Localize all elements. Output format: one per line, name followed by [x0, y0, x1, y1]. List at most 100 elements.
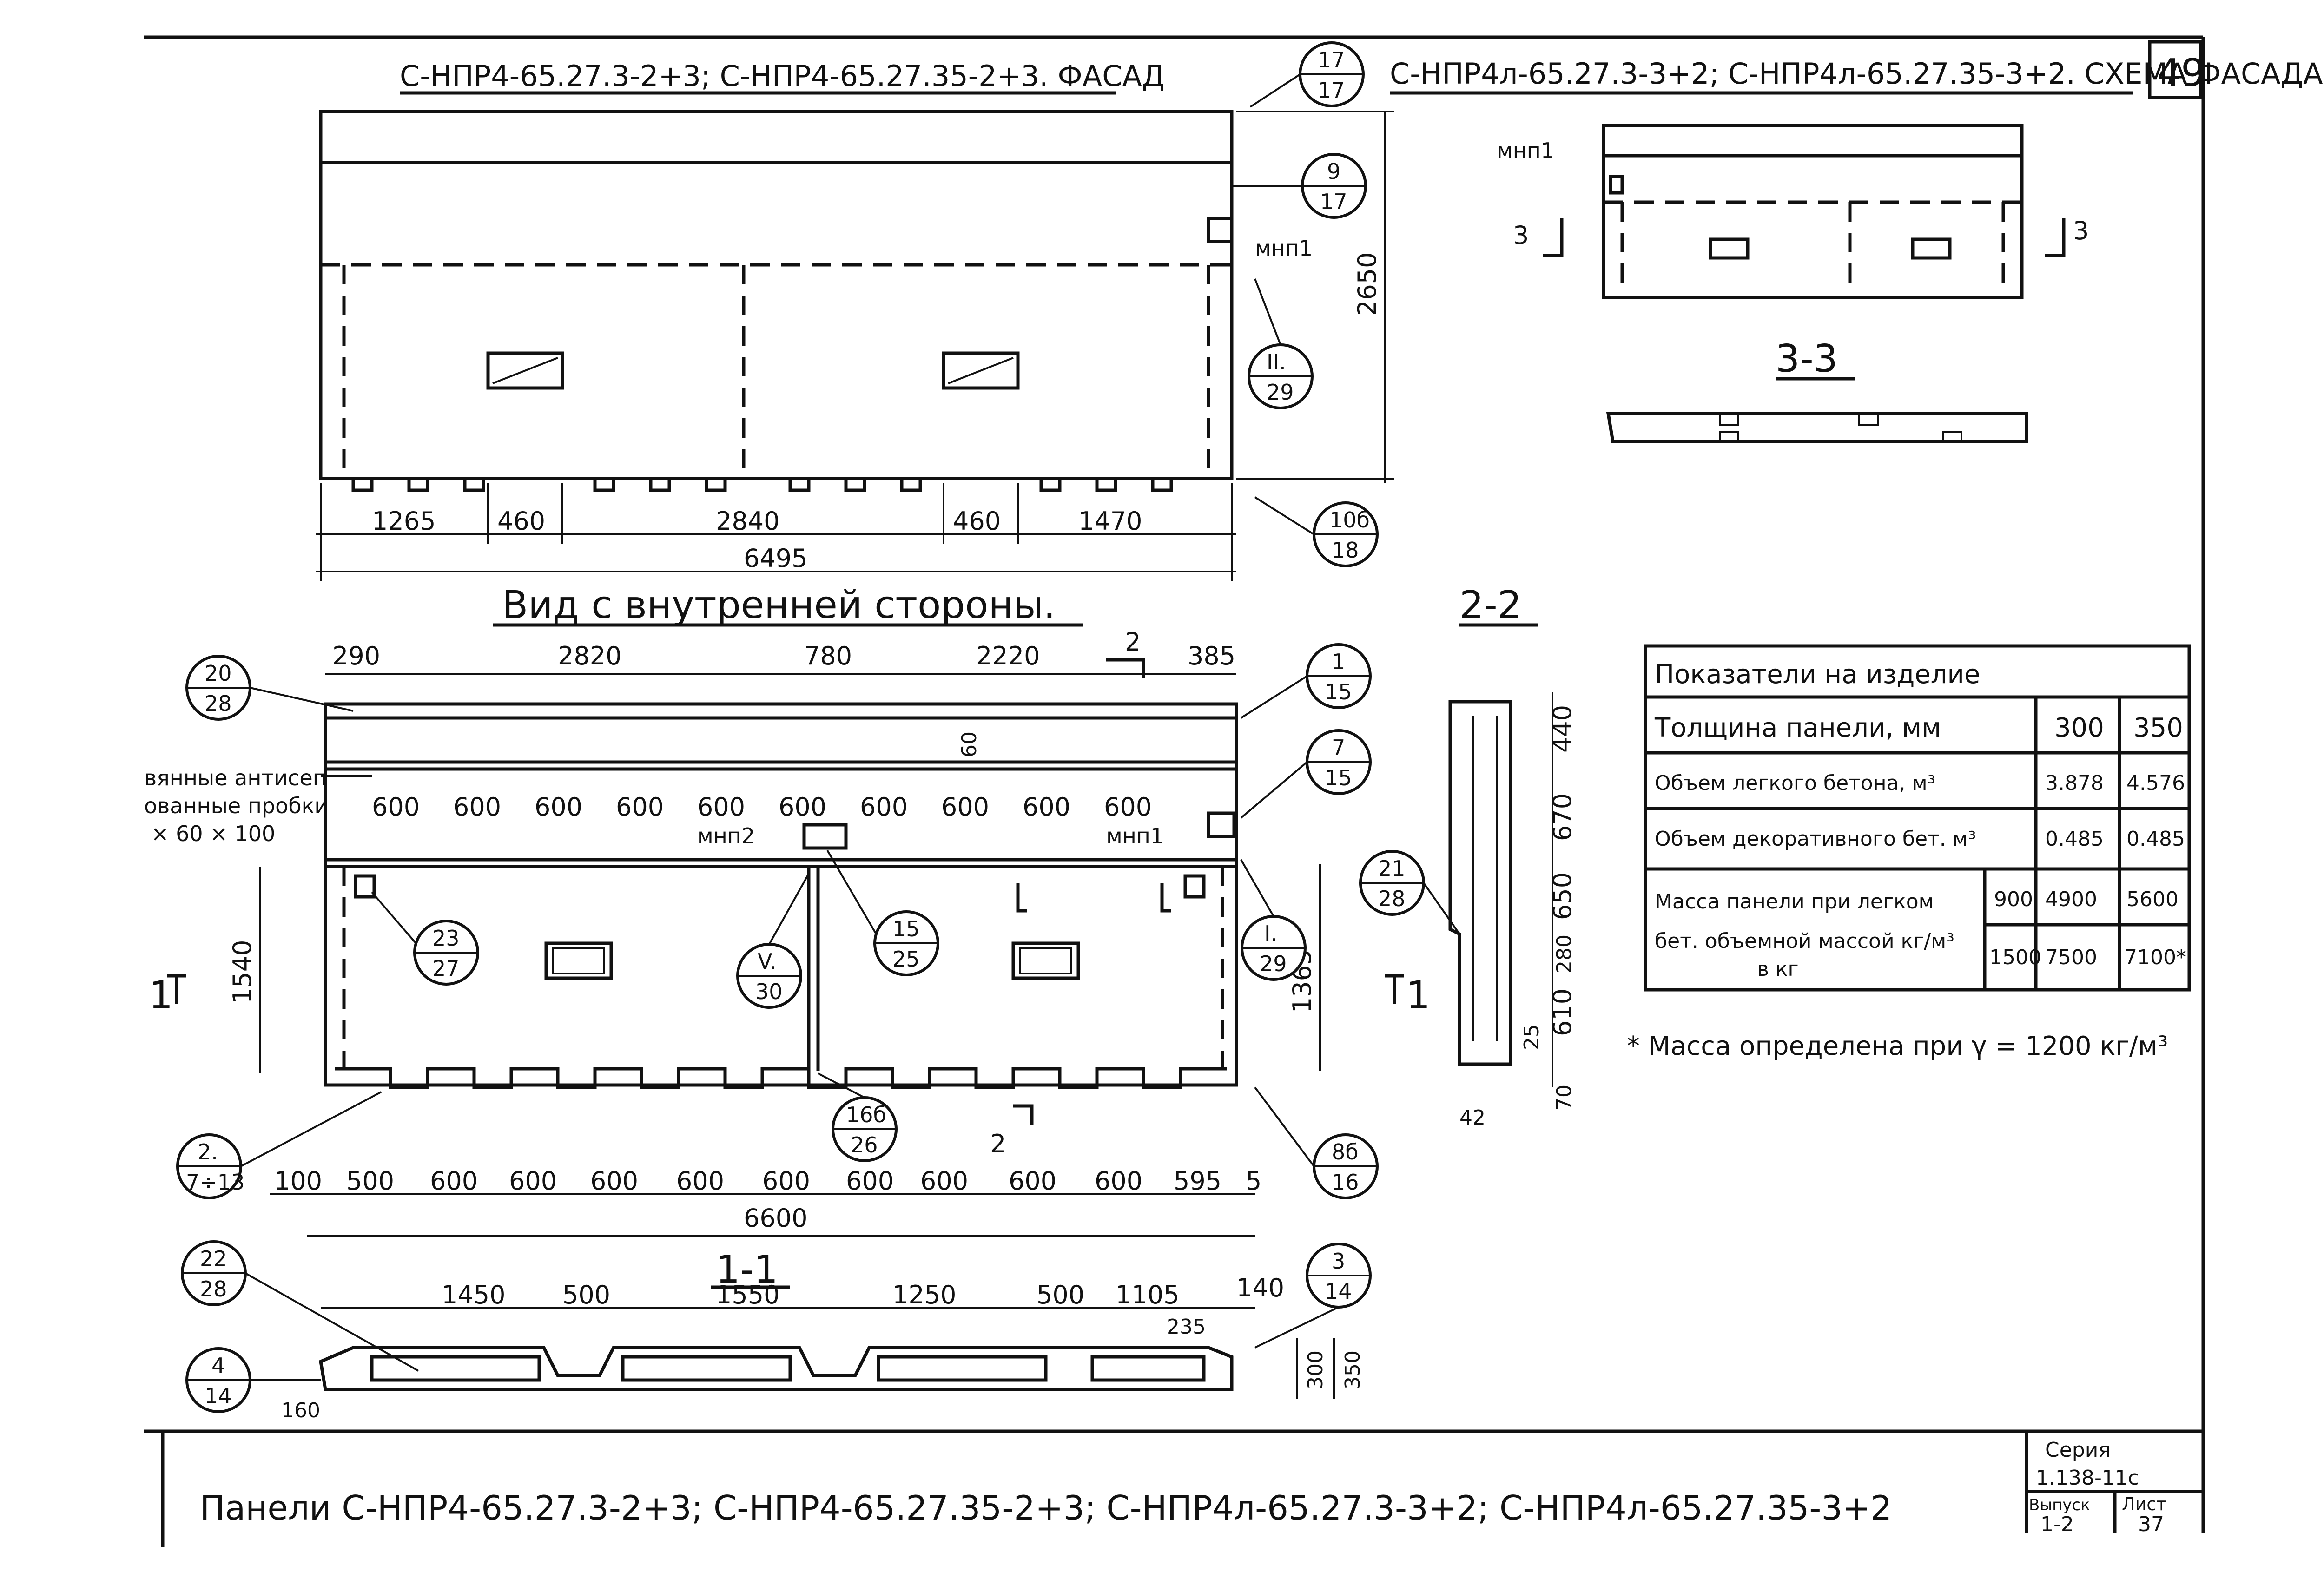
- footer-sheet: 37: [2138, 1513, 2164, 1536]
- inner-note-line-1: вянные антисеп: [144, 765, 327, 790]
- callout-bottom: 15: [1325, 679, 1352, 704]
- s11-dim-6: 1105: [1116, 1280, 1179, 1309]
- table-row-label: Объем легкого бетона, м³: [1655, 771, 1935, 795]
- s22-bottom: 42: [1459, 1106, 1486, 1130]
- bottom-dim: 500: [346, 1166, 394, 1196]
- table-row-v2: 4.576: [2126, 771, 2185, 795]
- inner-view-title: Вид с внутренней стороны.: [502, 583, 1056, 627]
- callout-bottom: 28: [205, 691, 232, 716]
- callout-bubble: 715: [1240, 729, 1372, 819]
- callout-bottom: 7÷13: [186, 1170, 244, 1195]
- scheme-title: С-НПР4л-65.27.3-3+2; С-НПР4л-65.27.35-3+…: [1390, 57, 2323, 91]
- callout-top: 9: [1327, 159, 1340, 184]
- table-mass-label-1: Масса панели при легком: [1655, 890, 1934, 914]
- scheme-mark: мнп1: [1497, 138, 1554, 163]
- s11-dim-5: 500: [1037, 1280, 1084, 1309]
- callout-bottom: 16: [1332, 1170, 1359, 1195]
- callout-top: 4: [211, 1353, 225, 1378]
- callout-top: 17: [1318, 47, 1345, 72]
- inner-top-dim-1: 290: [332, 641, 380, 671]
- callout-top: 3: [1332, 1249, 1345, 1274]
- spacing-dim: 600: [860, 792, 908, 822]
- inner-height-left: 1540: [228, 940, 257, 1004]
- table-row-v1: 3.878: [2045, 771, 2104, 795]
- section-11-title: 1-1: [716, 1248, 778, 1292]
- bottom-dim: 600: [430, 1166, 478, 1196]
- spacing-dim: 600: [535, 792, 582, 822]
- callout-top: 15: [892, 916, 920, 941]
- bottom-dim: 600: [676, 1166, 724, 1196]
- spacing-dim: 600: [616, 792, 664, 822]
- bottom-dim: 600: [920, 1166, 968, 1196]
- bottom-dim: 595: [1174, 1166, 1221, 1196]
- section-22: 2-2 440 670 650 280 610 25 70 42: [1448, 583, 1577, 1130]
- facade-dim-2: 460: [497, 507, 545, 536]
- spacing-single-dim: 60: [957, 731, 981, 757]
- scheme-cut-right: 3: [2073, 216, 2089, 245]
- callout-bottom: 17: [1320, 189, 1347, 214]
- callout-bottom: 25: [892, 947, 920, 972]
- callout-top: 22: [200, 1246, 227, 1271]
- callout-bottom: 29: [1260, 951, 1287, 976]
- s11-dim-235: 235: [1167, 1315, 1206, 1339]
- table-mass-label-3: в кг: [1757, 957, 1799, 981]
- facade-dim-5: 1470: [1078, 507, 1142, 536]
- bottom-dim: 600: [846, 1166, 894, 1196]
- facade-mark: мнп1: [1255, 236, 1313, 261]
- table-row-v2: 0.485: [2126, 827, 2185, 851]
- table-row-v1: 0.485: [2045, 827, 2104, 851]
- callout-top: 23: [432, 926, 460, 951]
- indicators-table: Показатели на изделие Толщина панели, мм…: [1627, 644, 2191, 1061]
- callout-bottom: 30: [755, 979, 783, 1004]
- facade-dim-1: 1265: [372, 507, 436, 536]
- footer-issue-label: Выпуск: [2029, 1496, 2090, 1514]
- callout-top: V.: [758, 949, 776, 974]
- spacing-dim: 600: [697, 792, 745, 822]
- section-22-title: 2-2: [1459, 583, 1522, 627]
- facade-view: 1265 460 2840 460 1470 6495 2650 мнп1: [316, 110, 1394, 581]
- callout-bubble: II.29: [1248, 278, 1314, 409]
- inner-top-dim-3: 780: [804, 641, 852, 671]
- table-mass-v1: 4900: [2045, 888, 2097, 911]
- table-mass-density: 1500: [1989, 946, 2041, 969]
- footer-issue: 1-2: [2040, 1513, 2074, 1536]
- s22-dim-4: 280: [1552, 934, 1576, 974]
- facade-dim-3: 2840: [716, 507, 779, 536]
- spacing-dim: 600: [1023, 792, 1070, 822]
- footer-series: 1.138-11с: [2036, 1466, 2139, 1490]
- bottom-dim: 600: [509, 1166, 557, 1196]
- facade-total: 6495: [744, 544, 807, 573]
- s11-dim-7: 140: [1236, 1273, 1284, 1303]
- inner-top-dim-5: 385: [1188, 641, 1235, 671]
- callout-bottom: 15: [1325, 765, 1352, 790]
- s22-dim-5: 610: [1548, 988, 1577, 1036]
- spacing-dim: 600: [372, 792, 420, 822]
- callout-top: 1: [1332, 649, 1345, 674]
- callout-bubble: 414: [185, 1347, 321, 1413]
- table-mass-v2: 7100*: [2124, 946, 2186, 969]
- callout-bottom: 28: [200, 1276, 227, 1302]
- s11-dim-2: 500: [562, 1280, 610, 1309]
- inner-cut-left: 1: [149, 974, 173, 1018]
- footer-sheet-label: Лист: [2122, 1494, 2166, 1514]
- callout-top: 7: [1332, 735, 1345, 760]
- table-mass-v2: 5600: [2126, 888, 2179, 911]
- s11-dim-4: 1250: [892, 1280, 956, 1309]
- sheet-number: 49: [2157, 51, 2205, 95]
- scheme-cut-left: 3: [1513, 221, 1529, 250]
- table-row-label: Толщина панели, мм: [1654, 713, 1941, 743]
- bottom-dim: 600: [590, 1166, 638, 1196]
- callout-top: 8б: [1332, 1139, 1359, 1164]
- callout-bottom: 18: [1332, 538, 1359, 563]
- inner-total: 6600: [744, 1204, 807, 1233]
- callout-bottom: 14: [1325, 1279, 1352, 1304]
- callout-bottom: 14: [205, 1383, 232, 1408]
